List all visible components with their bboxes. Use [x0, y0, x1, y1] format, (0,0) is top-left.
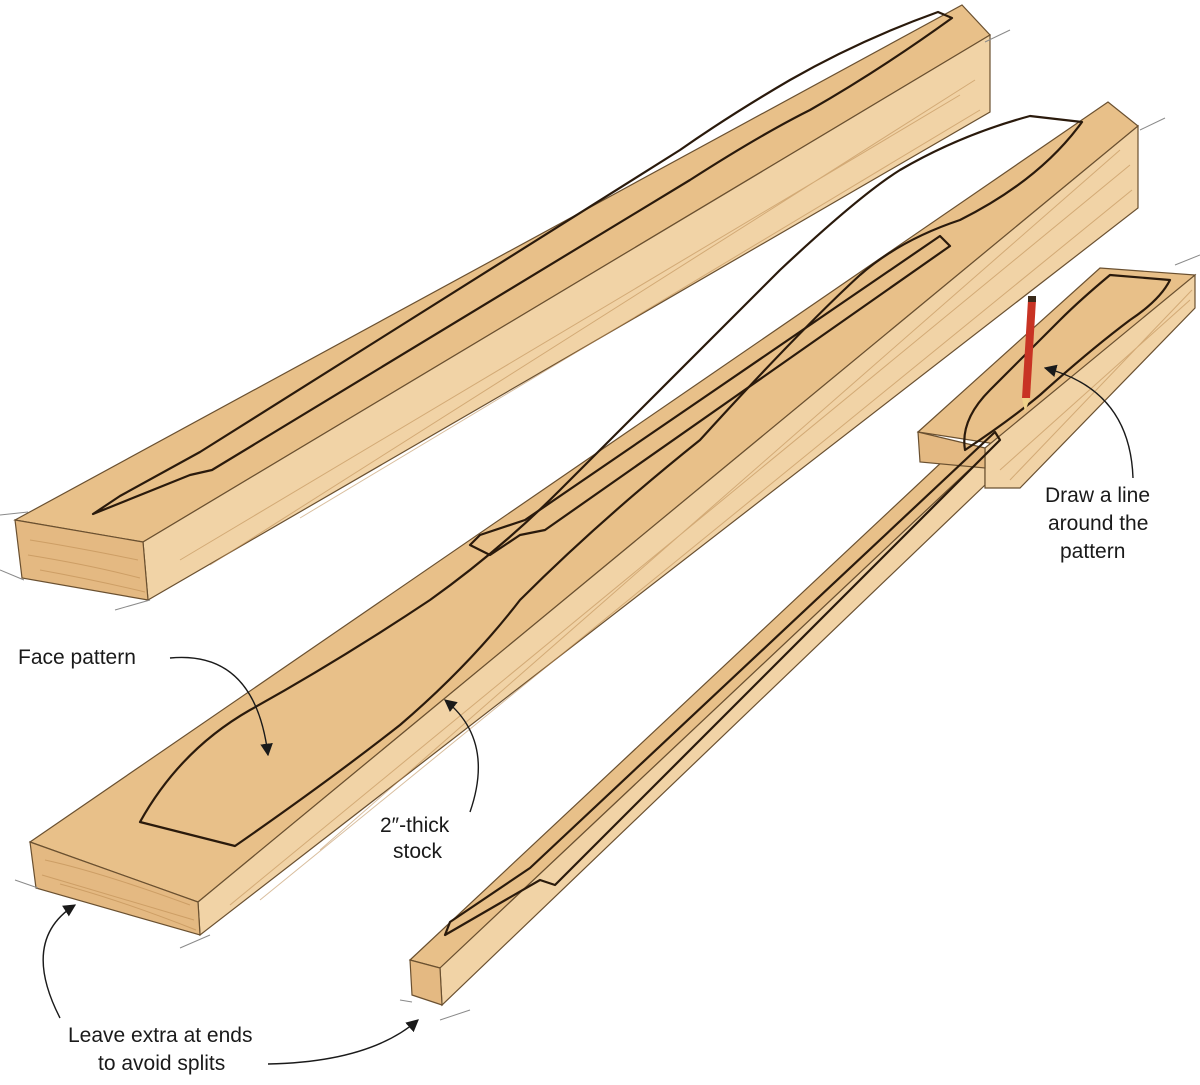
- pencil-icon: [1022, 296, 1036, 412]
- leave-extra-label-line2: to avoid splits: [98, 1052, 225, 1075]
- board-3-blade-pattern: [963, 273, 1172, 452]
- face-pattern-label: Face pattern: [18, 646, 136, 669]
- draw-line-label-line3: pattern: [1060, 540, 1125, 563]
- board-3-blade-end: [917, 431, 986, 469]
- callout-face-pattern: Face pattern: [18, 646, 273, 757]
- callout-draw-line: Draw a line around the pattern: [1043, 364, 1150, 563]
- board-1-top-face: [13, 4, 991, 543]
- stock-label-line1: 2″-thick: [380, 814, 450, 837]
- board-2-edge-pattern: [468, 234, 952, 557]
- board-3-blade-front: [984, 273, 1196, 489]
- dimension-ticks: [0, 29, 1200, 1021]
- board-1-end-grain: [14, 519, 149, 601]
- board-1: [13, 4, 991, 601]
- board-1-pattern-outline: [91, 10, 954, 516]
- board-3-shaft-pattern: [443, 430, 1002, 937]
- stock-label-line2: stock: [393, 840, 443, 863]
- leave-extra-label-line1: Leave extra at ends: [68, 1024, 252, 1047]
- callout-leave-extra: Leave extra at ends to avoid splits: [42, 904, 419, 1075]
- draw-line-label-line2: around the: [1048, 512, 1148, 535]
- board-3: [408, 267, 1197, 1007]
- callout-stock: 2″-thick stock: [380, 699, 480, 863]
- draw-line-label-line1: Draw a line: [1045, 484, 1150, 507]
- board-2-end-grain: [29, 841, 201, 936]
- board-2: [28, 101, 1139, 937]
- board-3-end-grain: [409, 959, 443, 1006]
- board-2-face-pattern: [138, 114, 1084, 848]
